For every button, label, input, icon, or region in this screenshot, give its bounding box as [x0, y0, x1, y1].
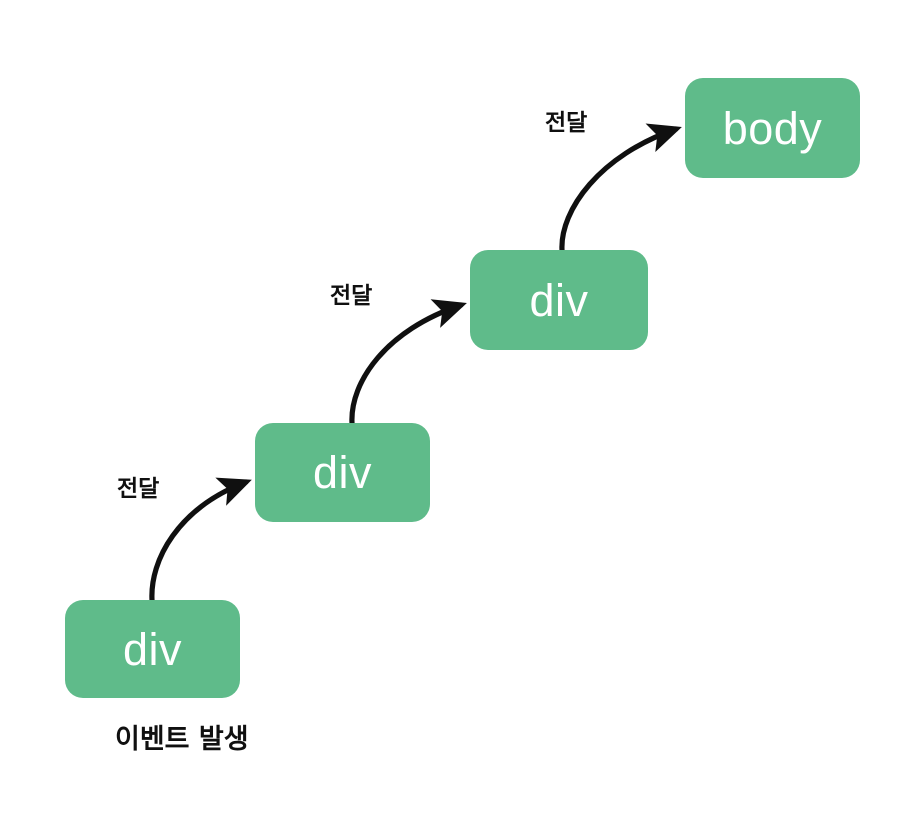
arrow-path-3 — [559, 123, 682, 253]
node-label: body — [722, 102, 823, 154]
node-label: div — [312, 447, 373, 498]
edge-label-propagate-2: 전달 — [330, 283, 373, 309]
node-label: div — [529, 274, 589, 326]
arrow-path-2 — [349, 299, 467, 426]
node-div-level-1[interactable]: div — [65, 600, 240, 698]
node-div-level-3[interactable]: div — [470, 250, 648, 350]
edge-label-propagate-1: 전달 — [117, 476, 160, 502]
edge-label-propagate-3: 전달 — [545, 110, 588, 136]
node-div-level-2[interactable]: div — [255, 423, 430, 522]
node-body[interactable]: body — [685, 78, 860, 178]
caption-event-occurred: 이벤트 발생 — [115, 724, 249, 755]
arrow-path-1 — [149, 477, 252, 603]
node-label: div — [122, 623, 183, 675]
